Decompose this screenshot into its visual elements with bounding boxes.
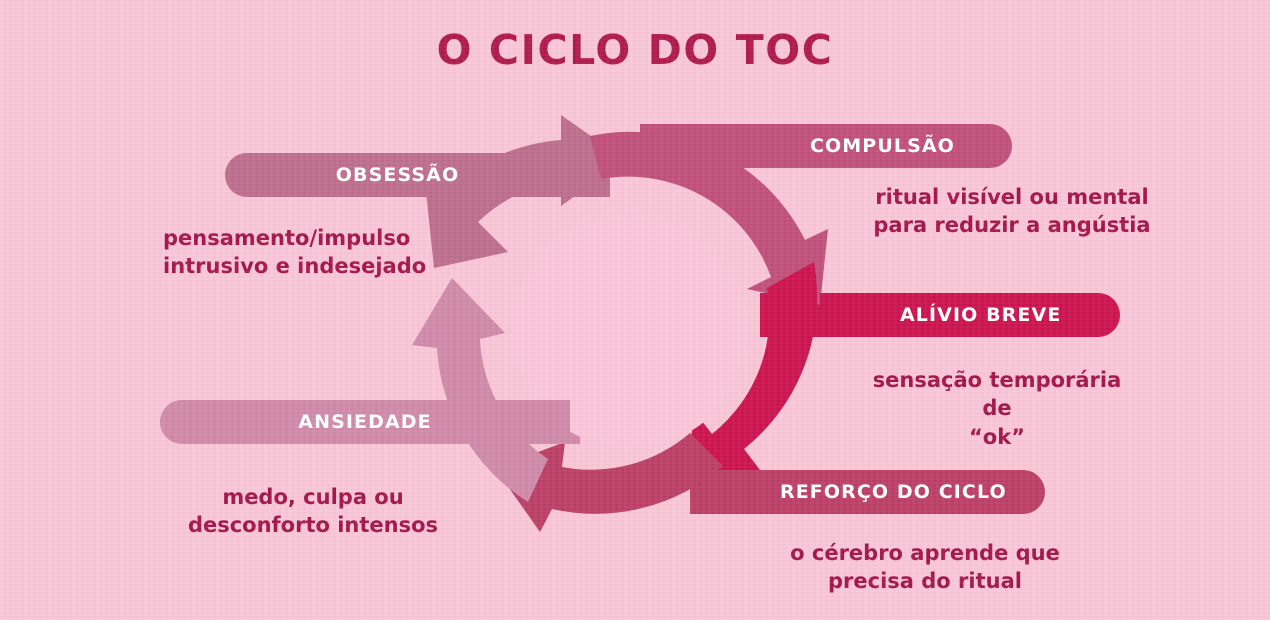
stage-label-obsessao-text: OBSESSÃO	[335, 164, 460, 186]
arrow-segment-ansiedade	[412, 278, 548, 502]
stage-label-ansiedade-text: ANSIEDADE	[298, 411, 432, 433]
stage-label-compulsao[interactable]: COMPULSÃO	[700, 124, 1012, 168]
description-line: o cérebro aprende que	[790, 541, 1060, 565]
stage-label-ansiedade[interactable]: ANSIEDADE	[160, 400, 570, 444]
arrow-segment-compulsao	[590, 131, 828, 305]
stage-description-reforco-do-ciclo: o cérebro aprende que precisa do ritual	[790, 539, 1060, 596]
stage-label-compulsao-text: COMPULSÃO	[810, 135, 955, 157]
stage-description-alivio-breve: sensação temporária de “ok”	[862, 366, 1132, 451]
stage-description-compulsao: ritual visível ou mental para reduzir a …	[862, 183, 1162, 240]
cycle-center-circle	[512, 212, 748, 448]
arrow-segment-reforco	[495, 433, 723, 532]
description-line: desconforto intensos	[187, 513, 439, 538]
stage-description-ansiedade: medo, culpa ou desconforto intensos	[168, 483, 458, 540]
description-line: ritual visível ou mental	[875, 185, 1149, 209]
description-line: precisa do ritual	[828, 569, 1022, 594]
arrow-segment-obsessao	[426, 115, 625, 268]
stage-label-alivio-breve-text: ALÍVIO BREVE	[900, 304, 1062, 326]
description-line: para reduzir a angústia	[873, 213, 1151, 238]
page-title: O CICLO DO TOC	[436, 26, 834, 74]
description-line: medo, culpa ou	[222, 485, 404, 509]
stage-description-obsessao: pensamento/impulso intrusivo e indesejad…	[163, 224, 463, 281]
description-line: “ok”	[969, 424, 1025, 449]
stage-label-obsessao[interactable]: OBSESSÃO	[225, 153, 570, 197]
description-line: intrusivo e indesejado	[163, 254, 427, 279]
stage-label-alivio-breve[interactable]: ALÍVIO BREVE	[820, 293, 1120, 337]
description-line: pensamento/impulso	[163, 226, 411, 250]
stage-label-reforco-do-ciclo[interactable]: REFORÇO DO CICLO	[700, 470, 1045, 514]
description-line: sensação temporária de	[872, 368, 1122, 421]
arrow-segment-alivio	[686, 262, 818, 487]
stage-label-reforco-do-ciclo-text: REFORÇO DO CICLO	[780, 481, 1007, 503]
